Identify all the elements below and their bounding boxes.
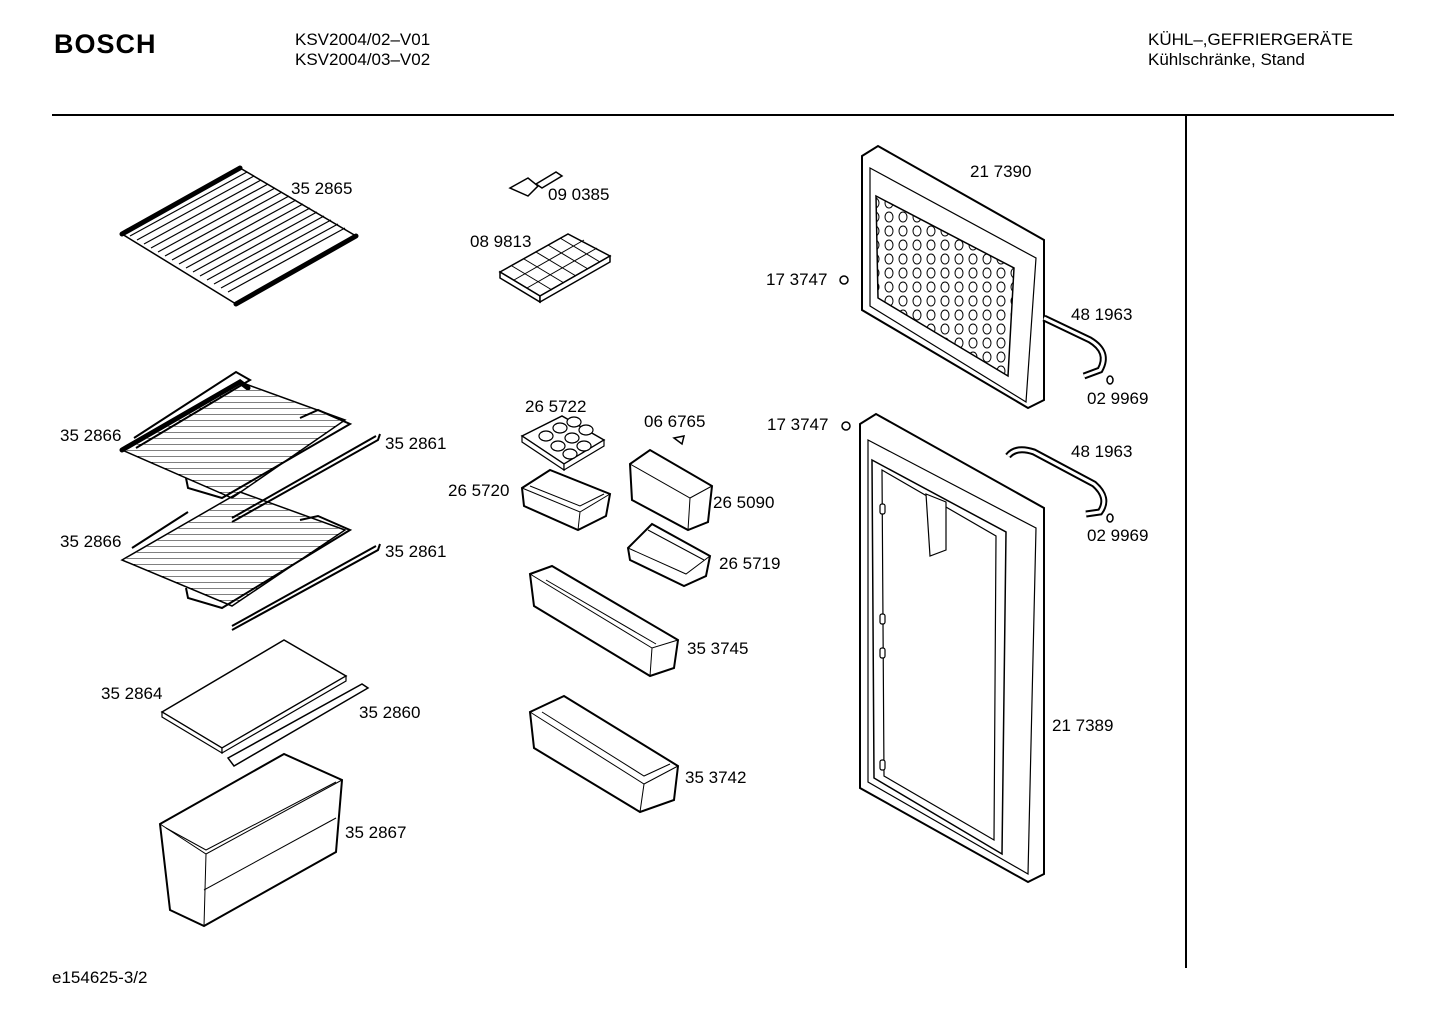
small-door-bin-drawing <box>520 468 612 532</box>
fridge-door-screw-drawing <box>841 421 851 431</box>
part-label: 35 2861 <box>385 434 447 453</box>
part-label: 17 3747 <box>767 415 829 434</box>
ice-scoop-drawing <box>508 171 564 197</box>
fridge-handle-cap-drawing <box>1106 513 1114 523</box>
crisper-cover-glass-drawing <box>160 639 348 755</box>
part-label: 35 2866 <box>60 426 122 445</box>
model-numbers: KSV2004/02–V01 KSV2004/03–V02 <box>295 30 430 70</box>
part-label: 09 0385 <box>548 185 610 204</box>
door-shelf-small-drawing <box>626 522 712 588</box>
fridge-door-drawing <box>859 412 1045 884</box>
part-label: 02 9969 <box>1087 526 1149 545</box>
part-label: 48 1963 <box>1071 442 1133 461</box>
clip-drawing <box>672 435 686 446</box>
brand-logo: BOSCH <box>54 29 157 59</box>
freezer-handle-cap-drawing <box>1106 375 1114 385</box>
part-label: 35 3742 <box>685 768 747 787</box>
category-line: KÜHL–,GEFRIERGERÄTE <box>1148 30 1353 49</box>
part-label: 06 6765 <box>644 412 706 431</box>
part-label: 21 7389 <box>1052 716 1114 735</box>
lower-glass-shelf-drawing <box>120 491 353 610</box>
freezer-door-screw-drawing <box>839 275 849 285</box>
part-label: 35 2866 <box>60 532 122 551</box>
part-label: 17 3747 <box>766 270 828 289</box>
part-label: 35 2860 <box>359 703 421 722</box>
part-label: 21 7390 <box>970 162 1032 181</box>
category: KÜHL–,GEFRIERGERÄTE Kühlschränke, Stand <box>1148 30 1353 70</box>
right-margin-divider <box>1185 116 1187 968</box>
vegetable-crisper-drawing <box>158 752 344 928</box>
part-label: 48 1963 <box>1071 305 1133 324</box>
category-line: Kühlschränke, Stand <box>1148 50 1305 69</box>
part-label: 35 2861 <box>385 542 447 561</box>
crisper-cover-trim-drawing <box>226 683 370 767</box>
part-label: 26 5719 <box>719 554 781 573</box>
part-label: 26 5720 <box>448 481 510 500</box>
part-label: 35 2864 <box>101 684 163 703</box>
model-number: KSV2004/03–V02 <box>295 50 431 69</box>
door-bin-large-drawing <box>528 694 680 814</box>
document-id: e154625-3/2 <box>52 968 148 987</box>
bottle-rack-drawing <box>528 564 680 678</box>
freezer-door-drawing <box>861 144 1045 410</box>
egg-tray-drawing <box>520 415 606 472</box>
butter-compartment-drawing <box>628 448 714 532</box>
part-label: 35 3745 <box>687 639 749 658</box>
part-label: 02 9969 <box>1087 389 1149 408</box>
part-label: 26 5722 <box>525 397 587 416</box>
header-divider <box>52 114 1394 116</box>
part-label: 26 5090 <box>713 493 775 512</box>
part-label: 35 2867 <box>345 823 407 842</box>
lower-shelf-trim-drawing <box>231 543 381 631</box>
fridge-door-handle-drawing <box>1005 446 1108 518</box>
model-number: KSV2004/02–V01 <box>295 30 431 49</box>
upper-glass-shelf-drawing <box>119 370 353 500</box>
part-label: 08 9813 <box>470 232 532 251</box>
ice-cube-tray-drawing <box>498 233 612 304</box>
part-label: 35 2865 <box>291 179 353 198</box>
wire-shelf-drawing <box>119 165 359 307</box>
freezer-door-handle-drawing <box>1042 314 1107 380</box>
